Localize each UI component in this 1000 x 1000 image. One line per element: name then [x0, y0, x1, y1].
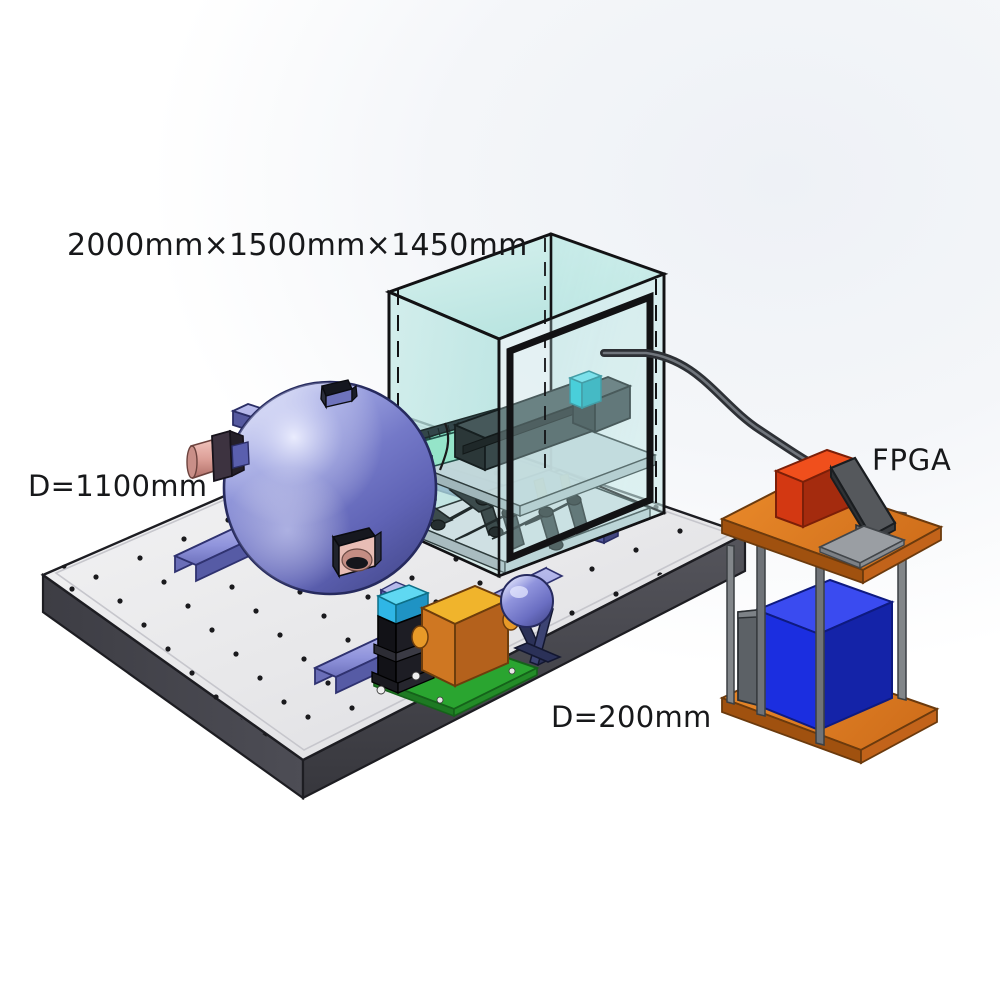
integrating-sphere	[222, 379, 438, 596]
sphere-top-port	[320, 379, 358, 410]
label-small-sphere-diameter: D=200mm	[551, 700, 712, 734]
keyboard	[817, 525, 907, 570]
signal-cable	[600, 349, 824, 472]
camera-head	[567, 370, 633, 434]
label-fpga: FPGA	[872, 443, 952, 477]
workstation-cart	[719, 448, 944, 765]
sphere-front-port	[331, 527, 382, 579]
label-enclosure-dimensions: 2000mm×1500mm×1450mm	[67, 228, 528, 263]
small-sphere-body	[500, 574, 554, 628]
small-sphere-assembly	[500, 574, 562, 667]
label-large-sphere-diameter: D=1100mm	[28, 469, 207, 503]
orange-instrument-box	[411, 584, 520, 688]
enclosure-door-frame	[506, 291, 654, 564]
orange-box-side	[454, 598, 509, 688]
sphere-side-port	[186, 429, 250, 483]
fpga-front	[775, 469, 804, 529]
